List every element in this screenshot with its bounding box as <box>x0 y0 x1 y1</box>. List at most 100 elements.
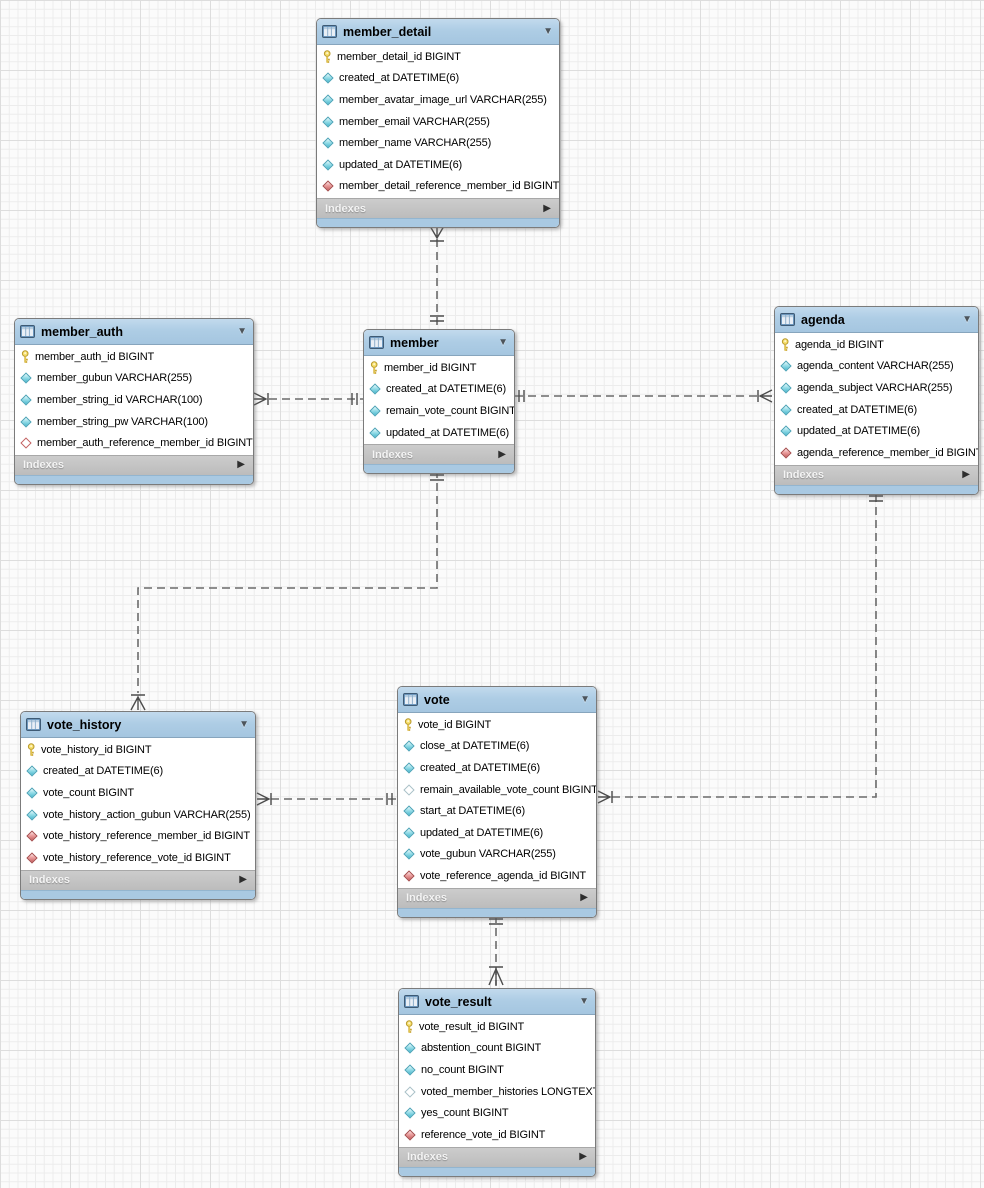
column-row-agenda_content[interactable]: agenda_content VARCHAR(255) <box>775 356 978 378</box>
column-row-member_name[interactable]: member_name VARCHAR(255) <box>317 132 559 154</box>
column-text: vote_history_action_gubun VARCHAR(255) <box>43 808 251 821</box>
expand-arrow-icon[interactable]: ▶ <box>239 874 247 886</box>
relationship-member_detail-member[interactable] <box>429 225 445 329</box>
table-header[interactable]: member_detail▼ <box>317 19 559 45</box>
column-row-created_at[interactable]: created_at DATETIME(6) <box>364 379 514 401</box>
column-row-member_detail_reference_member_id[interactable]: member_detail_reference_member_id BIGINT <box>317 176 559 198</box>
column-row-member_detail_id[interactable]: member_detail_id BIGINT <box>317 46 559 68</box>
column-row-no_count[interactable]: no_count BIGINT <box>399 1059 595 1081</box>
table-icon <box>369 336 384 349</box>
indexes-bar[interactable]: Indexes▶ <box>15 454 253 475</box>
table-footer <box>775 484 978 494</box>
column-row-vote_gubun[interactable]: vote_gubun VARCHAR(255) <box>398 844 596 866</box>
expand-arrow-icon[interactable]: ▶ <box>498 448 506 460</box>
table-footer <box>15 474 253 484</box>
column-row-agenda_subject[interactable]: agenda_subject VARCHAR(255) <box>775 377 978 399</box>
indexes-bar[interactable]: Indexes▶ <box>398 887 596 908</box>
table-header[interactable]: member▼ <box>364 330 514 356</box>
column-row-vote_history_action_gubun[interactable]: vote_history_action_gubun VARCHAR(255) <box>21 804 255 826</box>
indexes-bar[interactable]: Indexes▶ <box>364 444 514 465</box>
column-row-vote_id[interactable]: vote_id BIGINT <box>398 714 596 736</box>
column-row-member_avatar_image_url[interactable]: member_avatar_image_url VARCHAR(255) <box>317 89 559 111</box>
column-row-vote_history_reference_member_id[interactable]: vote_history_reference_member_id BIGINT <box>21 825 255 847</box>
column-not-null-icon <box>780 425 792 437</box>
column-row-member_email[interactable]: member_email VARCHAR(255) <box>317 111 559 133</box>
collapse-arrow-icon[interactable]: ▼ <box>543 25 553 37</box>
column-row-close_at[interactable]: close_at DATETIME(6) <box>398 736 596 758</box>
table-footer <box>399 1166 595 1176</box>
expand-arrow-icon[interactable]: ▶ <box>237 459 245 471</box>
table-header[interactable]: member_auth▼ <box>15 319 253 345</box>
column-row-created_at[interactable]: created_at DATETIME(6) <box>21 761 255 783</box>
column-row-reference_vote_id[interactable]: reference_vote_id BIGINT <box>399 1124 595 1146</box>
collapse-arrow-icon[interactable]: ▼ <box>237 325 247 337</box>
column-row-updated_at[interactable]: updated_at DATETIME(6) <box>398 822 596 844</box>
indexes-bar[interactable]: Indexes▶ <box>21 869 255 890</box>
column-row-created_at[interactable]: created_at DATETIME(6) <box>775 399 978 421</box>
column-row-vote_history_reference_vote_id[interactable]: vote_history_reference_vote_id BIGINT <box>21 847 255 869</box>
table-icon <box>404 995 419 1008</box>
column-row-remain_vote_count[interactable]: remain_vote_count BIGINT <box>364 400 514 422</box>
relationship-vote_result-vote[interactable] <box>488 915 504 986</box>
expand-arrow-icon[interactable]: ▶ <box>962 469 970 481</box>
expand-arrow-icon[interactable]: ▶ <box>543 202 551 214</box>
column-row-vote_result_id[interactable]: vote_result_id BIGINT <box>399 1016 595 1038</box>
relationship-vote_history-member[interactable] <box>130 470 444 711</box>
column-row-agenda_reference_member_id[interactable]: agenda_reference_member_id BIGINT <box>775 442 978 464</box>
indexes-bar[interactable]: Indexes ▶ <box>775 464 978 485</box>
collapse-arrow-icon[interactable]: ▼ <box>579 995 589 1007</box>
column-row-member_auth_reference_member_id[interactable]: member_auth_reference_member_id BIGINT <box>15 432 253 454</box>
column-row-agenda_id[interactable]: agenda_id BIGINT <box>775 334 978 356</box>
column-row-updated_at[interactable]: updated_at DATETIME(6) <box>775 420 978 442</box>
column-text: vote_reference_agenda_id BIGINT <box>420 869 586 882</box>
indexes-bar[interactable]: Indexes▶ <box>399 1146 595 1167</box>
column-row-start_at[interactable]: start_at DATETIME(6) <box>398 800 596 822</box>
foreign-key-icon <box>404 1129 416 1141</box>
collapse-arrow-icon[interactable]: ▼ <box>962 313 972 325</box>
column-row-member_gubun[interactable]: member_gubun VARCHAR(255) <box>15 368 253 390</box>
indexes-bar[interactable]: Indexes▶ <box>317 198 559 219</box>
column-row-updated_at[interactable]: updated_at DATETIME(6) <box>317 154 559 176</box>
relationship-member_auth-member[interactable] <box>253 392 363 406</box>
table-header[interactable]: vote_history▼ <box>21 712 255 738</box>
column-row-created_at[interactable]: created_at DATETIME(6) <box>317 68 559 90</box>
table-icon <box>780 313 795 326</box>
column-row-vote_count[interactable]: vote_count BIGINT <box>21 782 255 804</box>
column-text: member_string_pw VARCHAR(100) <box>37 415 208 428</box>
collapse-arrow-icon[interactable]: ▼ <box>498 336 508 348</box>
expand-arrow-icon[interactable]: ▶ <box>580 892 588 904</box>
column-nullable-icon <box>404 1085 416 1098</box>
column-row-abstention_count[interactable]: abstention_count BIGINT <box>399 1038 595 1060</box>
relationship-agenda-member[interactable] <box>515 389 773 403</box>
column-row-member_auth_id[interactable]: member_auth_id BIGINT <box>15 346 253 368</box>
table-header[interactable]: agenda▼ <box>775 307 978 333</box>
column-row-voted_member_histories[interactable]: voted_member_histories LONGTEXT <box>399 1081 595 1103</box>
collapse-arrow-icon[interactable]: ▼ <box>580 693 590 705</box>
relationship-vote-agenda[interactable] <box>597 492 883 804</box>
column-row-remain_available_vote_count[interactable]: remain_available_vote_count BIGINT <box>398 779 596 801</box>
column-row-member_string_id[interactable]: member_string_id VARCHAR(100) <box>15 389 253 411</box>
column-row-vote_reference_agenda_id[interactable]: vote_reference_agenda_id BIGINT <box>398 865 596 887</box>
table-header[interactable]: vote_result▼ <box>399 989 595 1015</box>
column-row-updated_at[interactable]: updated_at DATETIME(6) <box>364 422 514 444</box>
indexes-label: Indexes <box>783 469 824 482</box>
column-row-created_at[interactable]: created_at DATETIME(6) <box>398 757 596 779</box>
column-row-member_id[interactable]: member_id BIGINT <box>364 357 514 379</box>
relationship-vote_history-vote[interactable] <box>256 792 397 806</box>
table-header[interactable]: vote▼ <box>398 687 596 713</box>
collapse-arrow-icon[interactable]: ▼ <box>239 718 249 730</box>
column-row-member_string_pw[interactable]: member_string_pw VARCHAR(100) <box>15 411 253 433</box>
column-row-vote_history_id[interactable]: vote_history_id BIGINT <box>21 739 255 761</box>
column-row-yes_count[interactable]: yes_count BIGINT <box>399 1102 595 1124</box>
column-not-null-icon <box>369 426 381 439</box>
column-text: agenda_reference_member_id BIGINT <box>797 446 978 459</box>
expand-arrow-icon[interactable]: ▶ <box>579 1151 587 1163</box>
